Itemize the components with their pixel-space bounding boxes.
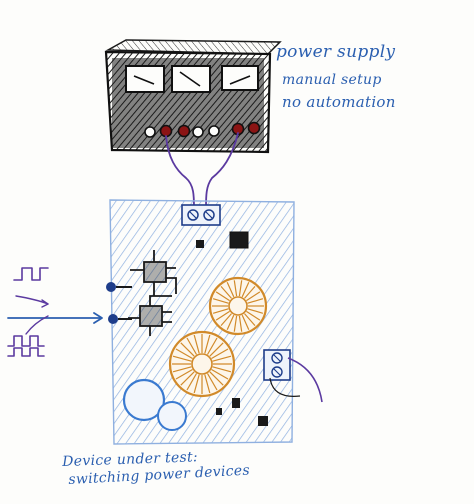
output-load-wire [287, 357, 323, 403]
coil-winding-stroke [241, 314, 250, 330]
coil-winding-stroke [215, 310, 230, 321]
capacitor-medium [157, 401, 187, 431]
output-terminals [144, 121, 261, 138]
switching-transistor-top [130, 250, 177, 296]
meter-1 [125, 65, 165, 93]
coil-winding-stroke [244, 286, 256, 299]
inductor-coil-lower [168, 330, 236, 398]
resistor-3 [216, 408, 222, 415]
ic-chip-large [229, 231, 249, 249]
output-return-wire [269, 377, 301, 397]
terminal-2 [159, 124, 173, 138]
power-input-connector [181, 204, 221, 226]
gate-input-terminal-2 [108, 314, 118, 324]
input-signals [7, 267, 103, 357]
terminal-5 [208, 125, 220, 137]
terminal-1 [144, 126, 156, 138]
output-connector [263, 349, 291, 381]
coil-winding-stroke [204, 374, 211, 394]
inductor-coil-upper [208, 276, 268, 336]
coil-winding-stroke [226, 282, 235, 298]
coil-winding-stroke [186, 337, 198, 355]
coil-winding-stroke [206, 337, 218, 355]
coil-winding-stroke [204, 334, 211, 354]
coil-winding-stroke [241, 282, 250, 298]
coil-winding-stroke [180, 371, 195, 386]
coil-winding-stroke [175, 368, 193, 380]
coil-winding-stroke [247, 298, 264, 304]
device-under-test-board [106, 199, 323, 445]
power-supply [104, 39, 282, 154]
power-cables [165, 132, 239, 209]
coil-winding-stroke [193, 374, 200, 394]
coil-winding-stroke [246, 310, 261, 321]
coil-winding-stroke [212, 355, 232, 362]
cable-positive [165, 135, 195, 209]
signal-arrow-2 [25, 315, 49, 335]
coil-winding-stroke [212, 308, 229, 314]
coil-winding-stroke [212, 366, 232, 373]
coil-winding-stroke [215, 291, 230, 302]
power-supply-automation-note: no automation [282, 93, 396, 111]
terminal-7 [247, 121, 261, 135]
complementary-square-wave-signal [7, 335, 45, 357]
cable-negative [205, 132, 239, 209]
coil-winding-stroke [206, 373, 218, 391]
coil-winding-stroke [226, 314, 235, 330]
gate-input-terminal-1 [106, 282, 116, 292]
coil-winding-stroke [209, 342, 224, 357]
coil-winding-stroke [246, 291, 261, 302]
coil-winding-stroke [172, 355, 192, 362]
power-supply-setup-note: manual setup [282, 72, 382, 88]
square-wave-signal [13, 267, 49, 281]
coil-winding-stroke [247, 308, 264, 314]
coil-winding-stroke [211, 348, 229, 360]
coil-winding-stroke [211, 368, 229, 380]
coil-winding-stroke [238, 280, 243, 297]
coil-winding-stroke [186, 373, 198, 391]
power-supply-label: power supply [276, 42, 396, 62]
coil-winding-stroke [220, 286, 232, 299]
meter-2 [171, 65, 211, 93]
coil-winding-stroke [212, 298, 229, 304]
coil-winding-stroke [175, 348, 193, 360]
coil-winding-stroke [238, 315, 243, 332]
switching-transistor-bottom [128, 295, 172, 336]
coil-winding-stroke [233, 315, 238, 332]
gate-input-terminals [106, 282, 132, 324]
resistor-1 [232, 398, 240, 408]
terminal-3 [177, 124, 191, 138]
coil-winding-stroke [233, 280, 238, 297]
coil-winding-stroke [209, 371, 224, 386]
resistor-2 [258, 416, 268, 426]
coil-winding-stroke [244, 313, 256, 326]
ic-chip-small [196, 240, 204, 248]
capacitor-large [122, 378, 166, 422]
coil-winding-stroke [193, 334, 200, 354]
coil-winding-stroke [220, 313, 232, 326]
coil-winding-stroke [172, 366, 192, 373]
coil-winding-stroke [180, 342, 195, 357]
terminal-4 [192, 126, 204, 138]
meter-3 [221, 65, 259, 91]
